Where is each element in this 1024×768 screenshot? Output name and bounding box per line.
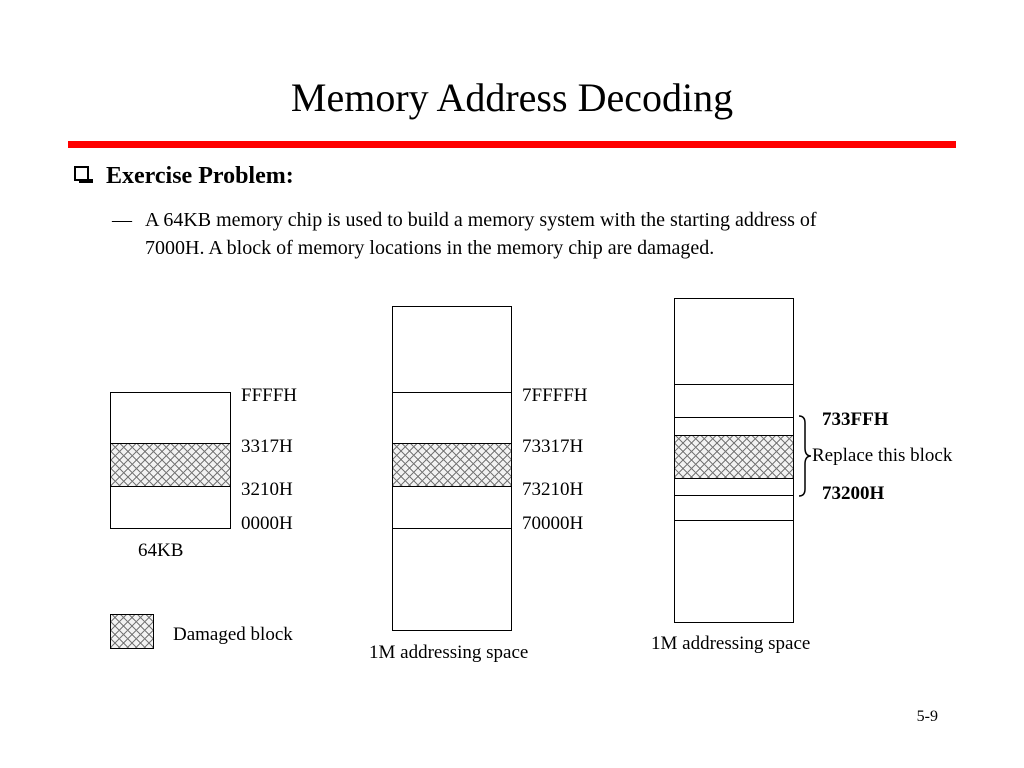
checkbox-bullet-icon [74,166,93,183]
system2-divider-1 [674,384,794,385]
system2-label-block-start: 73200H [822,483,885,504]
system2-divider-4 [674,520,794,521]
problem-text: A 64KB memory chip is used to build a me… [145,206,935,262]
legend-swatch-icon [110,614,154,649]
system1-divider-bottom [392,528,512,529]
chip-label-top: FFFFH [241,385,297,406]
system1-label-damaged-start: 73210H [522,479,584,500]
chip-damaged-region [110,443,231,487]
dash-bullet: — [112,209,132,231]
system2-divider-2 [674,417,794,418]
legend-label: Damaged block [173,624,293,645]
system1-label-top: 7FFFFH [522,385,588,406]
problem-text-line1: A 64KB memory chip is used to build a me… [145,209,817,231]
chip-label-damaged-end: 3317H [241,436,293,457]
system1-divider-top [392,392,512,393]
chip-caption: 64KB [138,540,184,561]
system2-divider-3 [674,495,794,496]
brace-icon [798,415,812,497]
system2-label-block-end: 733FFH [822,409,889,430]
problem-text-line2: 7000H. A block of memory locations in th… [145,237,715,259]
title-underline [68,141,956,148]
chip-label-damaged-start: 3210H [241,479,293,500]
system1-damaged-region [392,443,512,487]
system2-label-replace: Replace this block [812,445,953,466]
section-heading: Exercise Problem: [106,163,294,189]
system2-damaged-region [674,435,794,479]
system1-label-damaged-end: 73317H [522,436,584,457]
system1-label-bottom: 70000H [522,513,584,534]
page-title: Memory Address Decoding [290,75,734,120]
page-number: 5-9 [916,708,938,725]
system1-caption: 1M addressing space [369,642,529,663]
system2-caption: 1M addressing space [651,633,811,654]
chip-label-bottom: 0000H [241,513,293,534]
